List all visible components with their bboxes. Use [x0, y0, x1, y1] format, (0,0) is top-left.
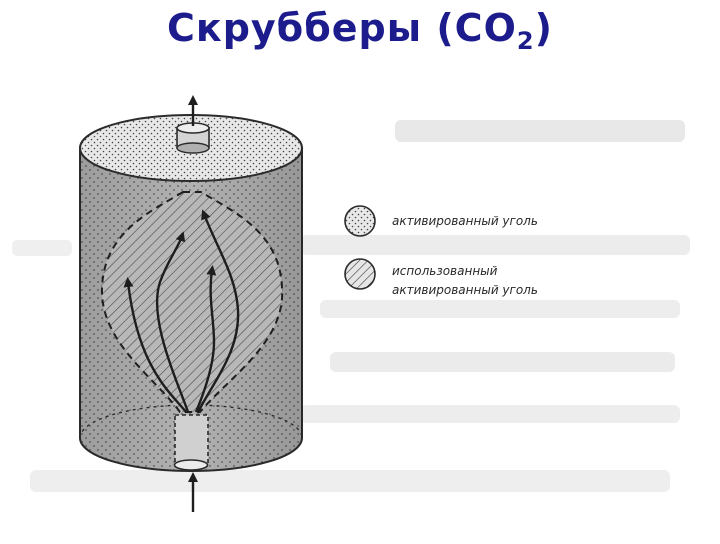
legend-label-fresh: активированный уголь	[392, 214, 538, 228]
legend: активированный уголь использованный акти…	[344, 205, 538, 297]
scrubber-diagram: активированный уголь использованный акти…	[12, 95, 690, 512]
title-subscript: 2	[516, 27, 535, 55]
scrubber-figure: активированный уголь использованный акти…	[0, 80, 720, 540]
inlet-pipe	[173, 414, 209, 471]
legend-swatch-hatch	[344, 258, 376, 290]
flow-arrow-right	[196, 209, 240, 413]
gas-flow-arrows	[123, 95, 240, 512]
outlet-pipe	[176, 122, 210, 154]
title-close: )	[534, 6, 553, 50]
legend-item-used-carbon: использованный активированный уголь	[344, 258, 538, 297]
flow-arrow-left	[123, 277, 187, 413]
flow-arrow-center-left	[155, 231, 190, 413]
legend-swatch-dots	[344, 205, 376, 237]
legend-label-used-line1: использованный	[392, 264, 498, 278]
flow-arrow-center-right	[194, 265, 217, 413]
title-main: Скрубберы (CO	[167, 6, 517, 50]
legend-item-fresh-carbon: активированный уголь	[344, 205, 538, 237]
legend-label-used-line2: активированный уголь	[392, 283, 538, 297]
slide-title: Скрубберы (CO2)	[0, 6, 720, 55]
